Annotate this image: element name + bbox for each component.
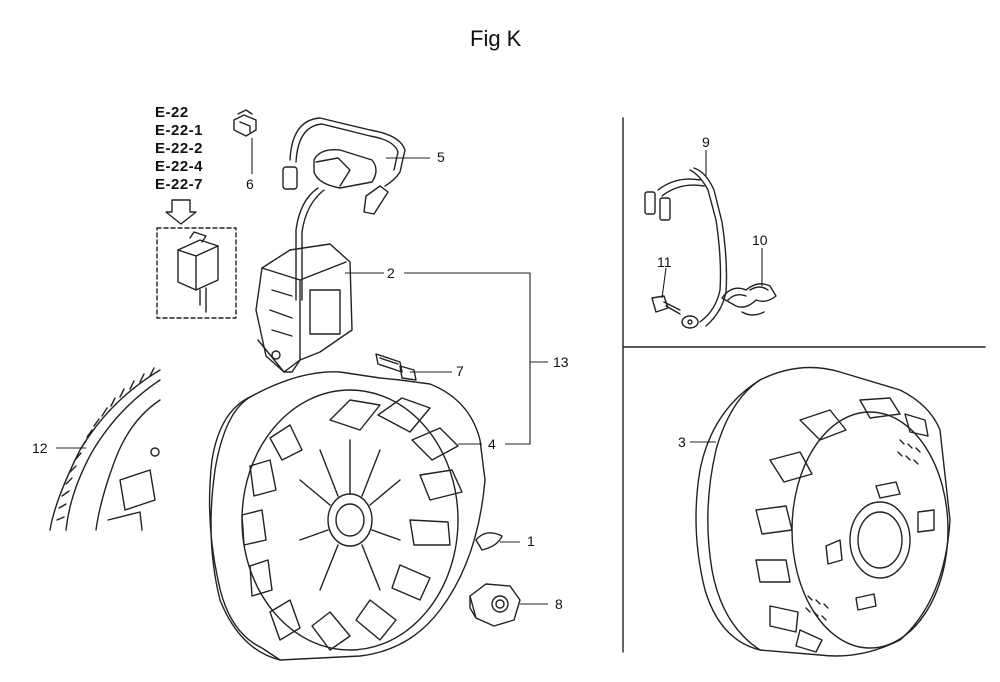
wire-harness-part-9 (644, 167, 728, 329)
ignition-module-inset (177, 231, 219, 313)
flywheel-part-3 (695, 366, 951, 657)
part-label-7[interactable]: 7 (456, 363, 464, 379)
bolt-part-7 (375, 353, 417, 381)
reference-code-5: E-22-7 (155, 176, 204, 193)
part-label-4[interactable]: 4 (488, 436, 496, 452)
inset-dashed-box (156, 227, 237, 319)
nut-part-8 (469, 583, 521, 627)
part-label-6[interactable]: 6 (246, 176, 254, 192)
part-label-10[interactable]: 10 (752, 232, 768, 248)
part-label-1[interactable]: 1 (527, 533, 535, 549)
part-label-11[interactable]: 11 (657, 254, 672, 270)
flywheel-part-4 (208, 371, 486, 661)
arrow-up-icon (165, 199, 197, 225)
ring-gear-part-12 (49, 367, 161, 531)
reference-code-2: E-22-1 (155, 122, 204, 139)
part-label-9[interactable]: 9 (702, 134, 710, 150)
part-label-13[interactable]: 13 (553, 354, 569, 370)
clip-part-10 (721, 283, 777, 316)
reference-code-3: E-22-2 (155, 140, 204, 157)
ignition-coil-part-5 (255, 117, 406, 373)
reference-code-4: E-22-4 (155, 158, 204, 175)
woodruff-key-part-1 (475, 532, 503, 551)
reference-code-1: E-22 (155, 104, 189, 121)
part-label-12[interactable]: 12 (32, 440, 48, 456)
leader-lines (56, 138, 763, 605)
clip-part-6 (233, 109, 257, 137)
part-label-3[interactable]: 3 (678, 434, 686, 450)
bolt-part-11 (651, 295, 681, 315)
part-label-5[interactable]: 5 (437, 149, 445, 165)
part-label-8[interactable]: 8 (555, 596, 563, 612)
part-label-2[interactable]: 2 (387, 265, 395, 281)
figure-title: Fig K (470, 26, 522, 51)
